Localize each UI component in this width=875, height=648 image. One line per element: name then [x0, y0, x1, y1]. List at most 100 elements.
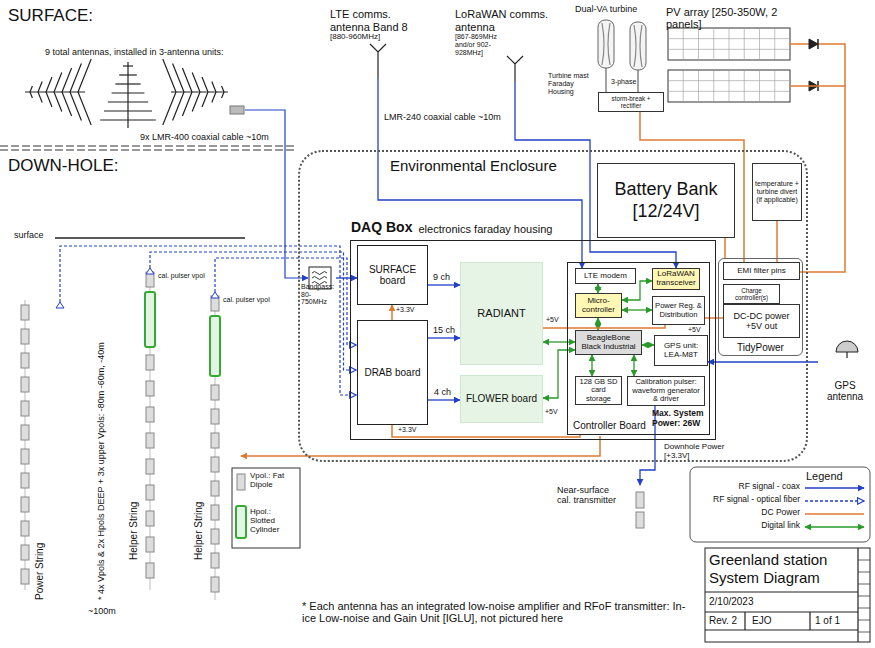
antenna-element — [119, 74, 137, 75]
annotation-text: cal. pulser vpol — [158, 272, 205, 280]
revision-grid-line — [858, 620, 870, 621]
module-box: LoRaWAN transceiver — [652, 268, 700, 290]
edge-label-holder: 15 ch — [432, 325, 456, 335]
node-title: LoRaWAN transceiver — [655, 270, 697, 288]
node-subtitle: electronics faraday housing — [418, 223, 552, 235]
module-box: GPS unit: LEA-M8T — [654, 335, 708, 366]
annotation-text: 1 of 1 — [815, 615, 840, 626]
digital-link — [543, 350, 575, 398]
vpol-antenna — [211, 409, 219, 424]
pv-cell-line — [713, 70, 714, 102]
turbine-blade — [634, 25, 642, 67]
legend-sample-line — [805, 487, 864, 488]
label-holder: Hpol.: Slotted Cylinder — [250, 508, 298, 535]
turbine-mast — [606, 68, 638, 92]
revision-grid-line — [858, 572, 870, 573]
annotation-text: 9 total antennas, installed in 3-antenna… — [45, 47, 224, 57]
vpol-antenna — [636, 512, 644, 528]
vpol-antenna — [21, 401, 29, 416]
annotation-text: Legend — [806, 470, 843, 482]
diagram-title: Greenland station System Diagram — [709, 551, 857, 587]
vpol-antenna — [146, 355, 154, 370]
label-holder: surface — [14, 230, 44, 240]
module-box: Charge controller(s) — [723, 284, 780, 304]
annotation-text: Helper String — [128, 502, 139, 560]
node-title: LTE comms. antenna Band 8 — [330, 8, 426, 33]
node-title: Power Reg. & Distribution — [655, 302, 702, 319]
legend-sample-line — [805, 513, 864, 514]
edge-label: 15 ch — [432, 325, 456, 335]
node-title: FLOWER board — [466, 393, 537, 404]
pv-panel — [668, 28, 790, 60]
lpda-element — [163, 59, 176, 125]
pv-cell-line — [774, 70, 775, 102]
annotation-text: EJO — [752, 615, 771, 626]
lpda-element — [78, 59, 91, 125]
legend-entry: RF signal - optical fiber — [694, 495, 800, 505]
label-holder: 3-phase — [611, 78, 636, 86]
rf-coax-connector — [336, 277, 357, 278]
node-subtitle: [880-960MHz] — [330, 33, 380, 42]
node-title: DRAB board — [364, 367, 420, 378]
revision-grid-line — [858, 596, 870, 597]
annotation-text: +5V — [688, 326, 701, 334]
label-holder: Helper String — [193, 502, 204, 560]
pv-cell-line — [683, 70, 684, 102]
vpol-antenna — [21, 449, 29, 464]
vpol-key-sample — [237, 474, 245, 490]
node-title: DAQ Box — [351, 220, 412, 236]
annotation-text: 9x LMR-400 coaxial cable ~10m — [140, 132, 269, 142]
lpda-element — [192, 73, 200, 112]
node-title: GPS unit: LEA-M8T — [657, 342, 705, 360]
board-box: SURFACE board — [357, 245, 428, 305]
label-holder: Vpol.: Fat Dipole — [250, 472, 298, 490]
dc-power-line — [705, 317, 723, 319]
divider-line — [0, 149, 296, 150]
digital-link — [642, 344, 654, 345]
title-holder: Greenland station System Diagram — [709, 551, 857, 587]
revision-grid-line — [858, 560, 870, 561]
antenna-symbol — [507, 56, 523, 82]
annotation-text: 3-phase — [611, 78, 636, 86]
label-holder: +5V — [545, 408, 558, 416]
vpol-antenna — [146, 459, 154, 474]
pv-cell-line — [698, 70, 699, 102]
node-title: Bandpass: 80-750MHz — [301, 283, 336, 306]
diode-symbol — [809, 39, 818, 49]
vpol-antenna — [146, 511, 154, 526]
node-title: BeagleBone Black Industrial — [578, 334, 639, 352]
edge-label-holder: LMR-240 coaxial cable ~10m — [383, 112, 502, 122]
edge-label: 9 ch — [432, 272, 451, 282]
annotation-text: cal. pulser vpol — [223, 296, 270, 304]
annotation-text: SURFACE: — [8, 6, 93, 25]
annotation-text: Turbine mast Faraday Housing — [548, 72, 596, 95]
annotation-text: DOWN-HOLE: — [8, 156, 119, 175]
dc-power-line — [776, 221, 778, 262]
annotation-text: 2/10/2023 — [709, 596, 754, 607]
label-holder: 9x LMR-400 coaxial cable ~10m — [140, 132, 269, 142]
title-block-grid — [705, 548, 858, 642]
vpol-antenna — [21, 425, 29, 440]
annotation-text: Helper String — [193, 502, 204, 560]
label-holder: +3.3V — [396, 306, 415, 314]
annotation-text: Vpol.: Fat Dipole — [250, 472, 298, 490]
title-block — [705, 548, 870, 642]
revision-grid-line — [858, 608, 870, 609]
label-holder: SURFACE: — [8, 6, 93, 25]
rf-coax-connector — [428, 399, 460, 400]
pv-cell-line — [668, 80, 790, 81]
diode-bar — [817, 39, 819, 49]
node-title: SURFACE board — [360, 264, 425, 286]
antenna-element — [100, 119, 156, 120]
label-holder: * 4x Vpols & 2x Hpols DEEP + 3x upper Vp… — [96, 342, 106, 600]
rf-coax-connector — [428, 337, 460, 338]
turbine-rotor — [598, 20, 614, 68]
module-box: Calibration pulser: waveform generator &… — [627, 376, 705, 406]
antenna-mast — [127, 62, 128, 128]
enclosure-region: Environmental EnclosureBattery Bank [12/… — [298, 150, 808, 462]
annotation-text: * Each antenna has an integrated low-noi… — [302, 600, 692, 625]
edge-label: LMR-240 coaxial cable ~10m — [383, 112, 502, 122]
edge-label-holder: 9 ch — [432, 272, 451, 282]
rfof-transmitter-symbol — [146, 268, 154, 274]
